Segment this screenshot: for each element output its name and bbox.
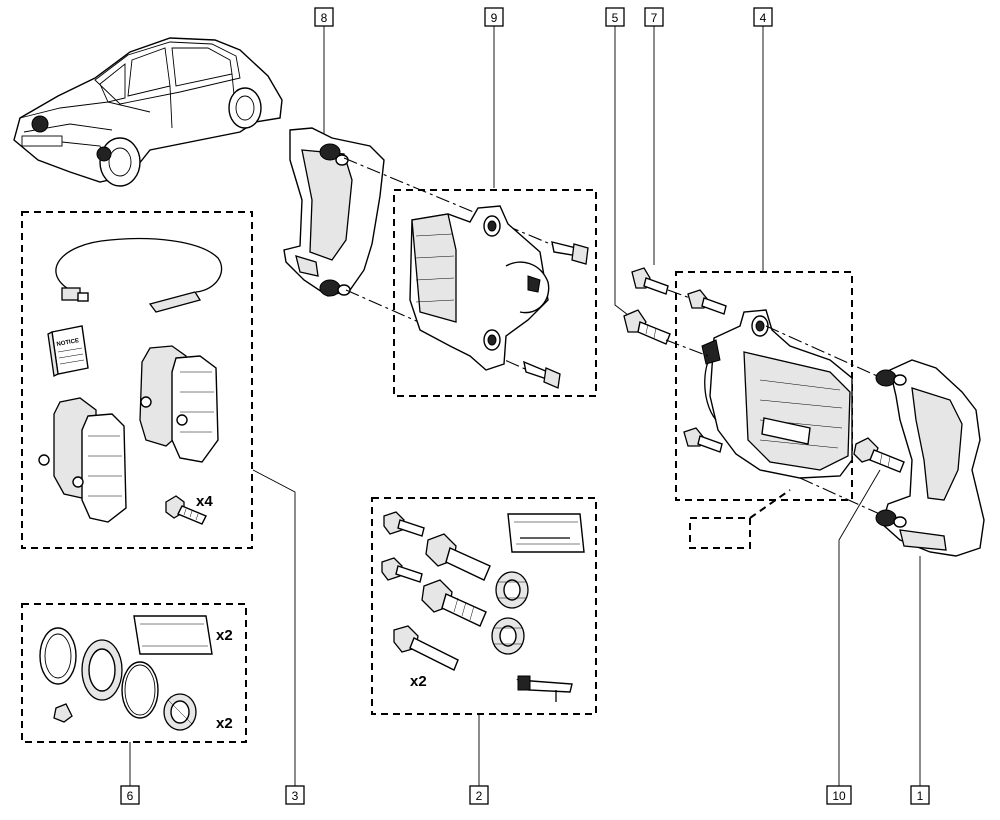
notice-leaflet: NOTICE [47, 325, 89, 377]
grease-sachet [133, 615, 213, 655]
pad-bolt [165, 495, 207, 525]
guide-boot [163, 693, 197, 731]
callout-10-label: 10 [832, 789, 846, 803]
wear-sensor-probe [148, 291, 202, 313]
callout-8: 8 [314, 7, 334, 135]
seal-kit-group: x2 x2 [21, 603, 247, 743]
guide-pin-qty: x2 [410, 673, 427, 690]
callout-7-label: 7 [651, 11, 658, 25]
wear-sensor-cable [55, 237, 223, 293]
callout-4-label: 4 [760, 11, 767, 25]
bolt-5 [623, 309, 671, 345]
notice-label: NOTICE [56, 338, 79, 348]
callout-8-label: 8 [321, 11, 328, 25]
callout-6: 6 [120, 742, 140, 805]
callout-6-label: 6 [127, 789, 134, 803]
carrier-bracket-right [875, 359, 985, 557]
guide-grease-sachet [507, 513, 585, 553]
bleed-cap [53, 703, 73, 723]
brake-pad-pair-lower [38, 397, 127, 523]
callout-3: 3 [252, 469, 305, 805]
callout-2-label: 2 [476, 789, 483, 803]
callout-9-label: 9 [491, 11, 498, 25]
callout-10: 10 [826, 469, 881, 805]
pad-bolt-qty: x4 [196, 493, 213, 510]
brake-pad-pair-upper [139, 345, 219, 463]
bolt-7 [631, 267, 669, 295]
callout-2: 2 [469, 714, 489, 805]
carrier-bracket-left [283, 127, 385, 297]
caliper-group-4 [675, 271, 853, 549]
caliper-group-9 [393, 189, 597, 397]
bolt-10 [853, 437, 905, 473]
callout-9: 9 [484, 7, 504, 188]
pad-kit-group: NOTICE x4 [21, 211, 253, 549]
callout-5-label: 5 [612, 11, 619, 25]
callout-3-label: 3 [292, 789, 299, 803]
callout-5: 5 [605, 7, 633, 319]
piston-seal-ring [39, 627, 77, 685]
guide-pin-boot-lower [491, 617, 525, 655]
grease-qty: x2 [216, 627, 233, 644]
callout-7: 7 [644, 7, 664, 265]
callout-4: 4 [753, 7, 773, 272]
callout-1-label: 1 [917, 789, 924, 803]
car-illustration [13, 37, 283, 187]
callout-1: 1 [910, 556, 930, 805]
guide-pin-boot-upper [495, 571, 529, 609]
guide-boot-qty: x2 [216, 715, 233, 732]
guide-pin-kit-group: x2 [371, 497, 597, 715]
seal-ring [121, 661, 159, 719]
